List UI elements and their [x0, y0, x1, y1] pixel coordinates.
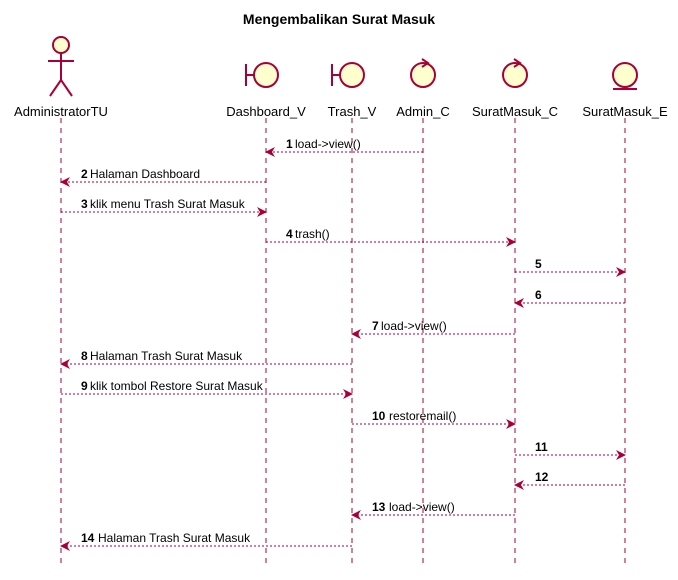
participant-label: Admin_C — [396, 104, 449, 119]
message-label: load->view() — [389, 500, 455, 514]
participant-label: AdministratorTU — [14, 104, 108, 119]
participant-administratortu: AdministratorTU — [14, 36, 108, 119]
message-5: 5 — [515, 257, 626, 277]
message-label: load->view() — [381, 319, 447, 333]
message-label: klik tombol Restore Surat Masuk — [90, 379, 264, 393]
message-label: restoremail() — [389, 409, 456, 423]
message-number: 3 — [81, 197, 88, 211]
participant-label: Trash_V — [328, 104, 377, 119]
control-icon — [410, 58, 436, 88]
message-number: 12 — [535, 470, 549, 484]
message-number: 6 — [535, 288, 542, 302]
message-label: load->view() — [295, 137, 361, 151]
boundary-icon — [245, 62, 279, 88]
message-label: Halaman Trash Surat Masuk — [98, 531, 251, 545]
boundary-icon — [331, 62, 365, 88]
message-6: 6 — [514, 288, 625, 308]
participant-admin_c: Admin_C — [396, 58, 450, 119]
message-number: 1 — [286, 137, 293, 151]
message-number: 11 — [535, 440, 548, 454]
participant-suratmasuk_c: SuratMasuk_C — [472, 58, 558, 119]
message-number: 10 — [372, 409, 386, 423]
message-number: 8 — [81, 349, 88, 363]
message-number: 5 — [535, 257, 542, 271]
message-number: 14 — [81, 531, 95, 545]
lifelines — [60, 118, 626, 564]
message-number: 9 — [81, 379, 88, 393]
message-label: trash() — [295, 227, 330, 241]
message-number: 13 — [372, 500, 386, 514]
participant-dashboard_v: Dashboard_V — [226, 62, 306, 119]
control-icon — [502, 58, 528, 88]
message-label: Halaman Dashboard — [90, 167, 200, 181]
message-label: klik menu Trash Surat Masuk — [90, 197, 246, 211]
participant-label: SuratMasuk_C — [472, 104, 558, 119]
participant-label: SuratMasuk_E — [582, 104, 668, 119]
message-11: 11 — [515, 440, 626, 460]
message-number: 2 — [81, 167, 88, 181]
participant-trash_v: Trash_V — [328, 62, 377, 119]
message-number: 4 — [286, 227, 293, 241]
message-number: 7 — [372, 319, 379, 333]
actor-icon — [48, 36, 74, 97]
participant-heads: AdministratorTU Dashboard_V Trash_V Admin_C… — [14, 36, 668, 119]
entity-icon — [612, 62, 638, 90]
diagram-title: Mengembalikan Surat Masuk — [243, 11, 435, 27]
message-12: 12 — [514, 470, 625, 490]
participant-label: Dashboard_V — [226, 104, 306, 119]
participant-suratmasuk_e: SuratMasuk_E — [582, 62, 668, 119]
message-label: Halaman Trash Surat Masuk — [90, 349, 243, 363]
